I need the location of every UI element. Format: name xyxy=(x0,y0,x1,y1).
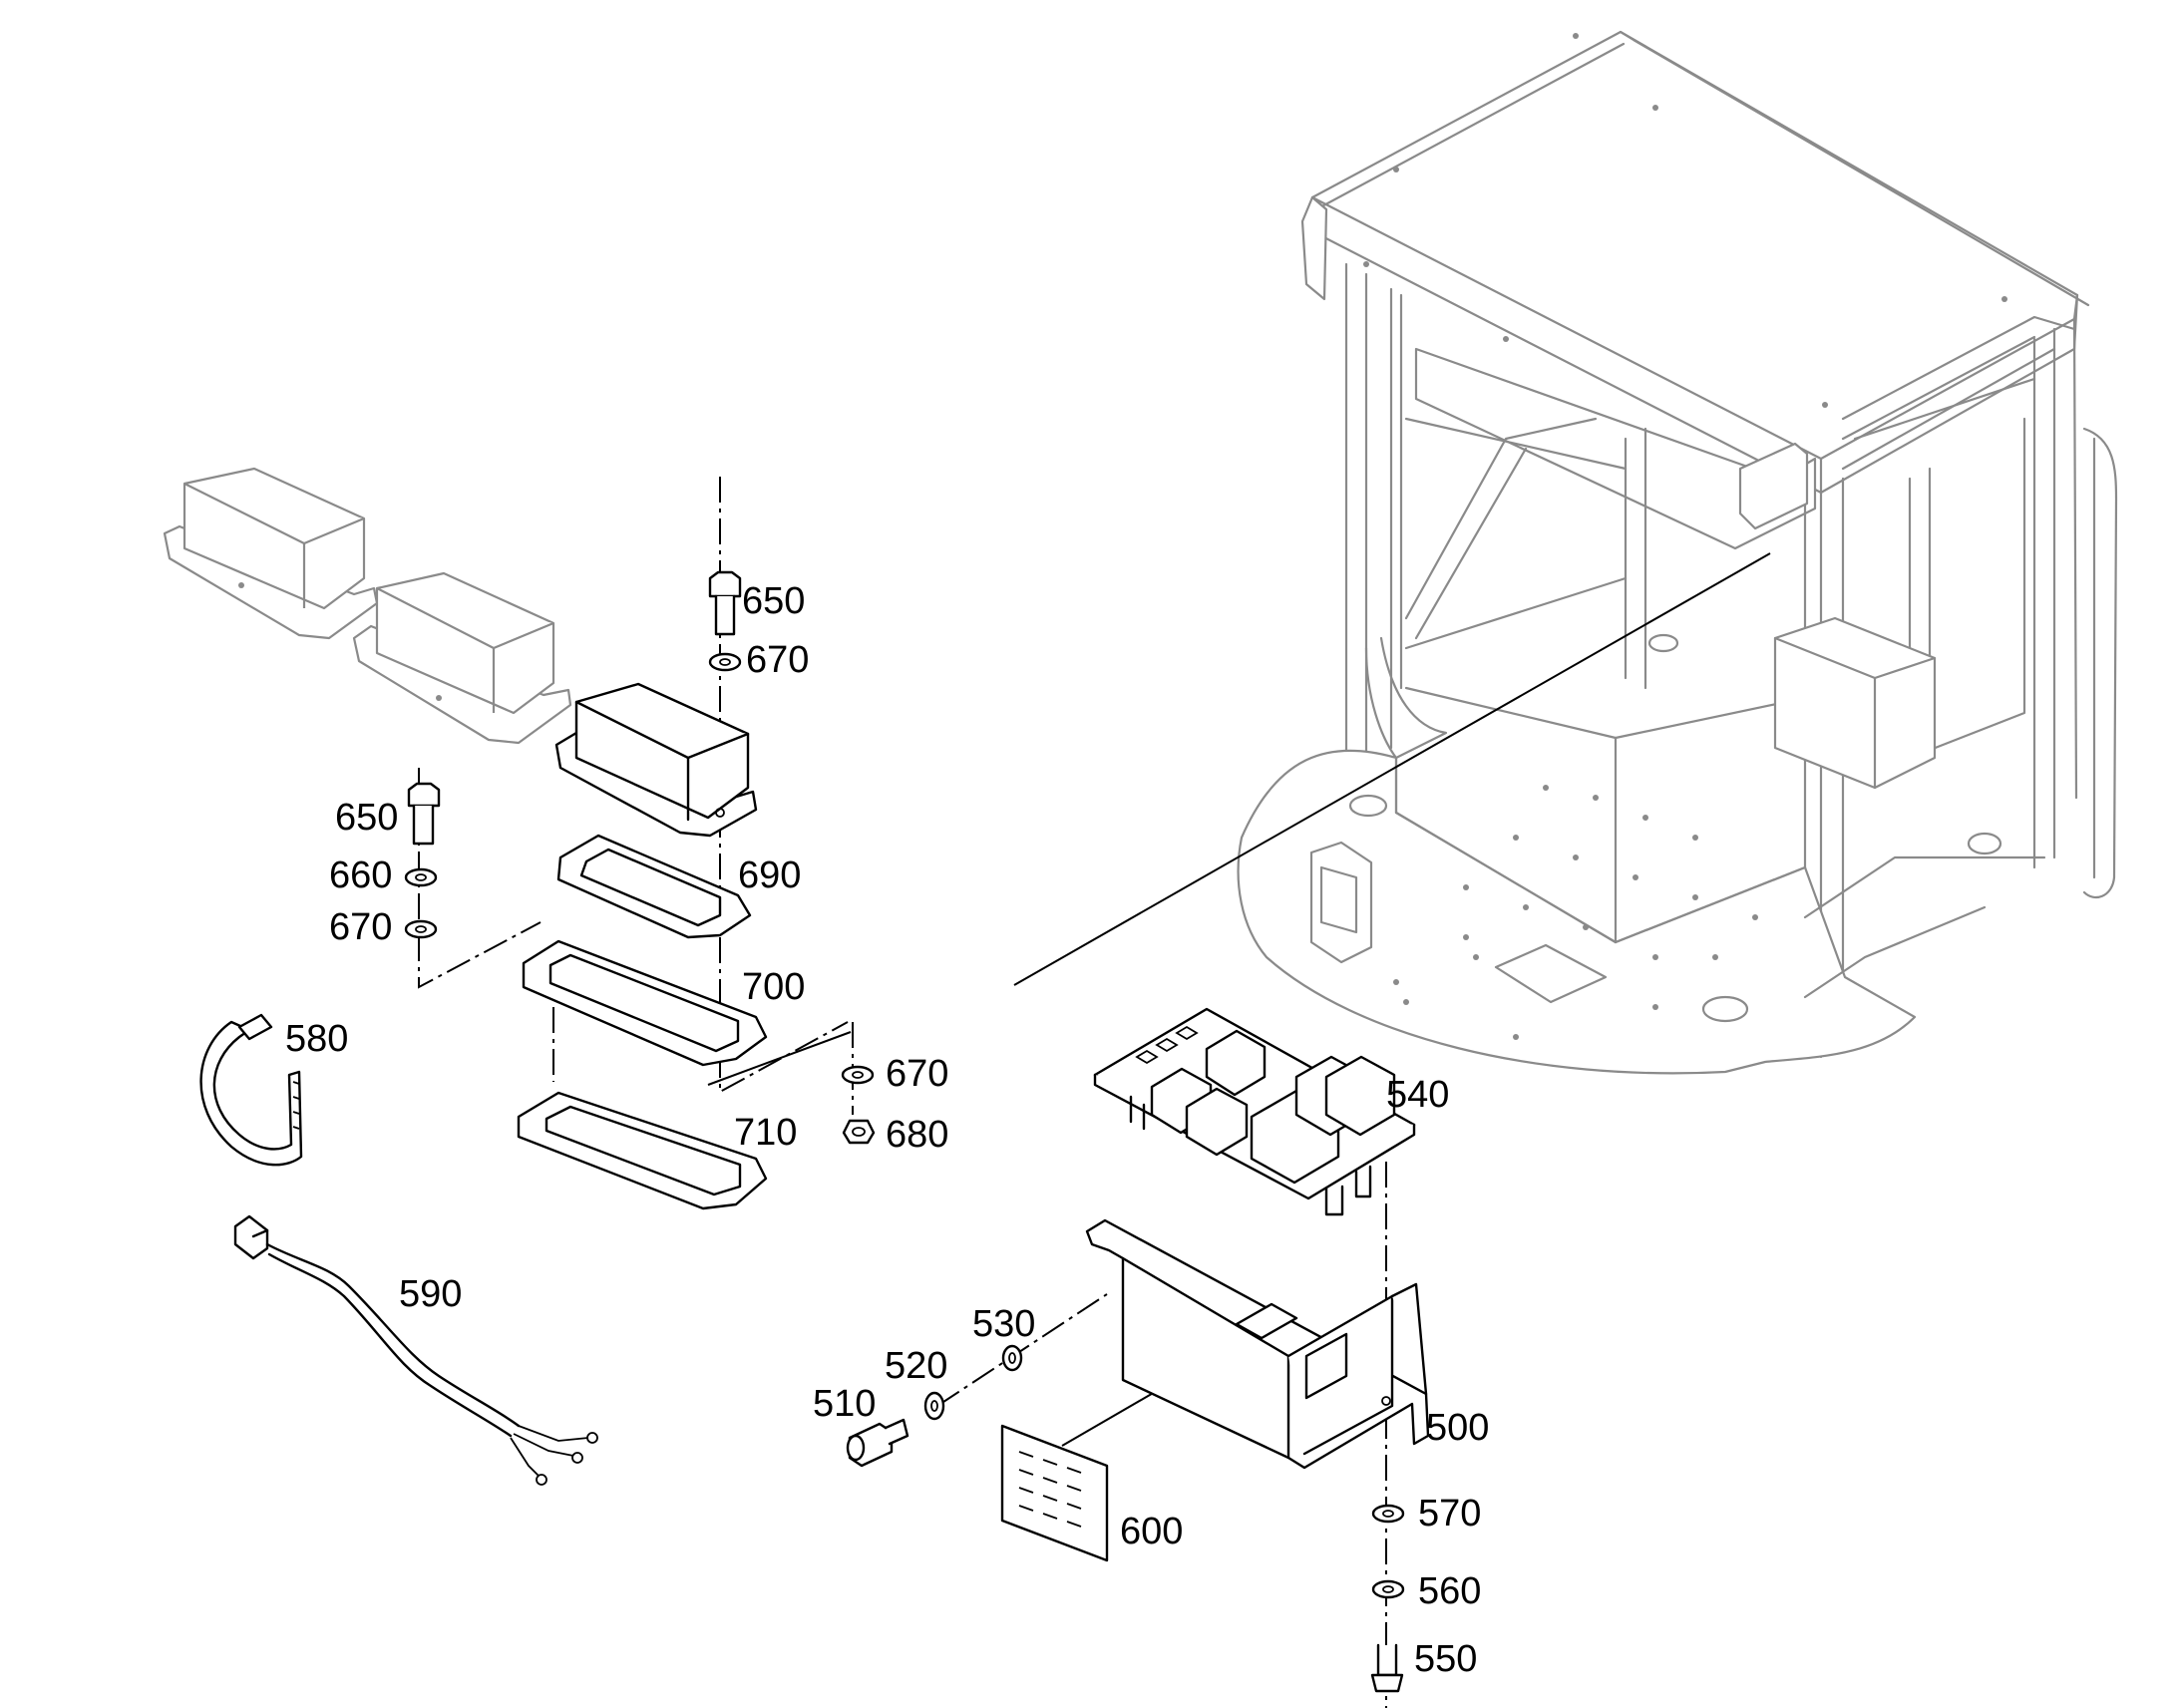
bolt-650-top xyxy=(708,570,742,636)
label-670-top: 670 xyxy=(746,639,809,681)
label-670-right: 670 xyxy=(886,1053,948,1095)
washer-570 xyxy=(1371,1504,1405,1524)
label-670-left: 670 xyxy=(329,906,392,948)
label-570: 570 xyxy=(1418,1493,1481,1535)
label-500: 500 xyxy=(1426,1407,1489,1449)
label-520: 520 xyxy=(885,1345,947,1387)
label-510: 510 xyxy=(813,1383,876,1425)
label-660: 660 xyxy=(329,854,392,896)
gasket-700 xyxy=(522,939,768,1067)
washer-670-left xyxy=(404,919,438,939)
bolt-550 xyxy=(1370,1643,1404,1693)
label-680: 680 xyxy=(886,1114,948,1156)
washer-670-right xyxy=(841,1065,875,1085)
lamp-housing xyxy=(554,682,758,838)
gasket-690 xyxy=(556,834,752,939)
relay-board-540 xyxy=(1093,1007,1416,1216)
label-710: 710 xyxy=(734,1112,797,1154)
operator-cab-frame xyxy=(1237,30,2118,1075)
label-650-top: 650 xyxy=(742,580,805,622)
washer-520 xyxy=(923,1391,945,1421)
label-580: 580 xyxy=(285,1018,348,1060)
label-650-left: 650 xyxy=(335,797,398,839)
washer-530 xyxy=(1001,1344,1023,1372)
label-600: 600 xyxy=(1120,1511,1183,1552)
washer-660 xyxy=(404,867,438,887)
label-590: 590 xyxy=(399,1273,462,1315)
bolt-650-left xyxy=(407,782,441,846)
part-number-labels: 650 670 650 660 670 690 700 710 670 680 … xyxy=(285,580,1489,1680)
label-550: 550 xyxy=(1414,1638,1477,1680)
screw-510 xyxy=(846,1418,909,1468)
bracket-500 xyxy=(1085,1218,1430,1470)
label-690: 690 xyxy=(738,854,801,896)
cab-fastener-holes xyxy=(1363,33,2007,1040)
label-540: 540 xyxy=(1386,1074,1449,1116)
label-700: 700 xyxy=(742,966,805,1008)
label-530: 530 xyxy=(972,1303,1035,1345)
cable-harness-590 xyxy=(233,1214,598,1486)
washer-670-top xyxy=(708,652,742,672)
decal-600 xyxy=(1000,1424,1109,1562)
label-560: 560 xyxy=(1418,1570,1481,1612)
gasket-710 xyxy=(517,1091,768,1210)
nut-680 xyxy=(842,1119,876,1145)
cable-strap-580 xyxy=(199,1013,303,1167)
lamp-housing-ghosts xyxy=(163,467,572,745)
washer-560 xyxy=(1371,1579,1405,1599)
